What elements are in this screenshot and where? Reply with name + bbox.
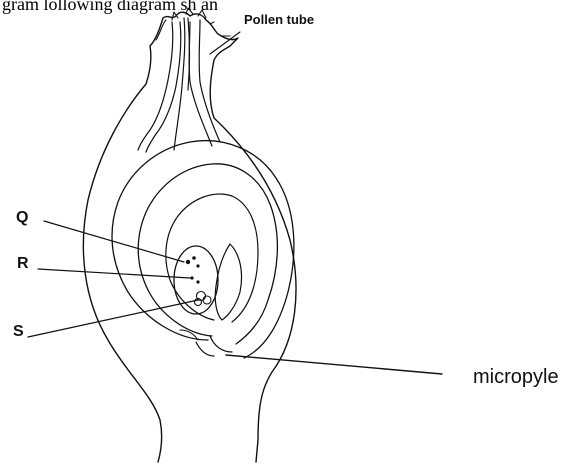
label-r: R xyxy=(17,255,29,272)
micropyle-channel xyxy=(196,336,232,356)
embryo-sac xyxy=(215,244,241,320)
pointer-line-pollen-tube xyxy=(210,32,240,54)
antipodal-cells xyxy=(195,292,212,306)
label-s: S xyxy=(13,323,24,340)
label-pollen-tube: Pollen tube xyxy=(244,12,314,27)
synergid-nuclei xyxy=(186,256,200,267)
right-style-canal xyxy=(189,20,220,146)
pointer-line-micropyle xyxy=(226,355,442,374)
label-micropyle: micropyle xyxy=(473,366,559,388)
label-q: Q xyxy=(16,209,28,226)
polar-nuclei xyxy=(190,276,199,283)
left-style-canal xyxy=(138,22,181,152)
inner-integument xyxy=(138,164,277,344)
